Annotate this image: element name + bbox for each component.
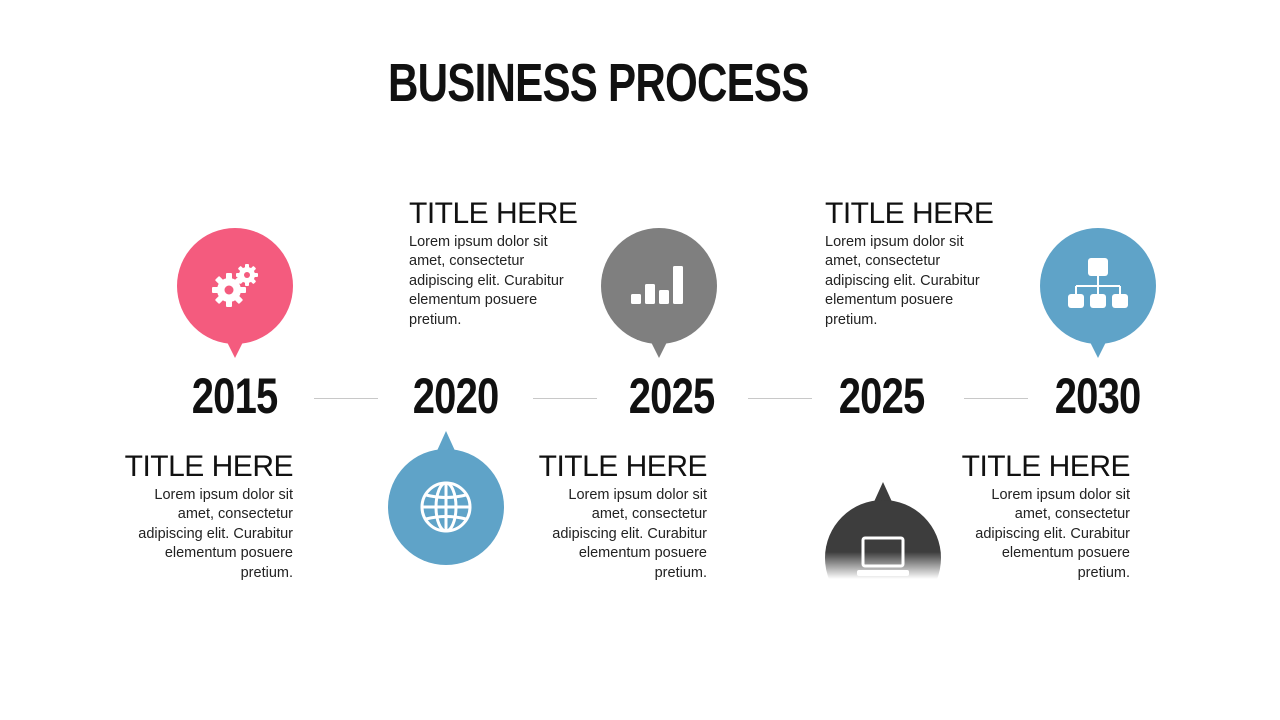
step-4-title: TITLE HERE	[825, 197, 994, 230]
step-4-text: TITLE HERE Lorem ipsum dolor sit amet, c…	[825, 197, 1000, 330]
step-5-marker	[1040, 228, 1156, 362]
connector-line	[748, 398, 812, 399]
step-4-body: Lorem ipsum dolor sit amet, consectetur …	[825, 234, 980, 328]
step-3-title: TITLE HERE	[538, 450, 708, 483]
year-2015: 2015	[192, 368, 279, 424]
year-2025-second: 2025	[839, 368, 926, 424]
step-3-body: Lorem ipsum dolor sit amet, consectetur …	[552, 487, 707, 581]
slide-title: BUSINESS PROCESS	[388, 53, 809, 113]
step-4-marker	[825, 482, 941, 582]
connector-line	[964, 398, 1028, 399]
year-2020: 2020	[413, 368, 500, 424]
step-5-title: TITLE HERE	[961, 450, 1131, 483]
step-1-body: Lorem ipsum dolor sit amet, consectetur …	[138, 487, 293, 581]
step-3-marker	[601, 228, 717, 362]
step-1-title: TITLE HERE	[124, 450, 294, 483]
connector-line	[314, 398, 378, 399]
year-2025: 2025	[629, 368, 716, 424]
step-1-marker	[177, 228, 293, 362]
step-2-marker	[388, 431, 504, 565]
connector-line	[533, 398, 597, 399]
step-2-text: TITLE HERE Lorem ipsum dolor sit amet, c…	[409, 197, 584, 330]
step-3-text: TITLE HERE Lorem ipsum dolor sit amet, c…	[532, 450, 708, 583]
step-5-text: TITLE HERE Lorem ipsum dolor sit amet, c…	[955, 450, 1131, 583]
globe-icon	[420, 481, 472, 533]
bar-chart-icon	[631, 266, 683, 304]
step-1-text: TITLE HERE Lorem ipsum dolor sit amet, c…	[118, 450, 294, 583]
org-chart-icon	[1068, 258, 1128, 308]
step-2-body: Lorem ipsum dolor sit amet, consectetur …	[409, 234, 564, 328]
gears-icon	[212, 264, 258, 307]
year-2030: 2030	[1055, 368, 1142, 424]
step-2-title: TITLE HERE	[409, 197, 578, 230]
step-5-body: Lorem ipsum dolor sit amet, consectetur …	[975, 487, 1130, 581]
